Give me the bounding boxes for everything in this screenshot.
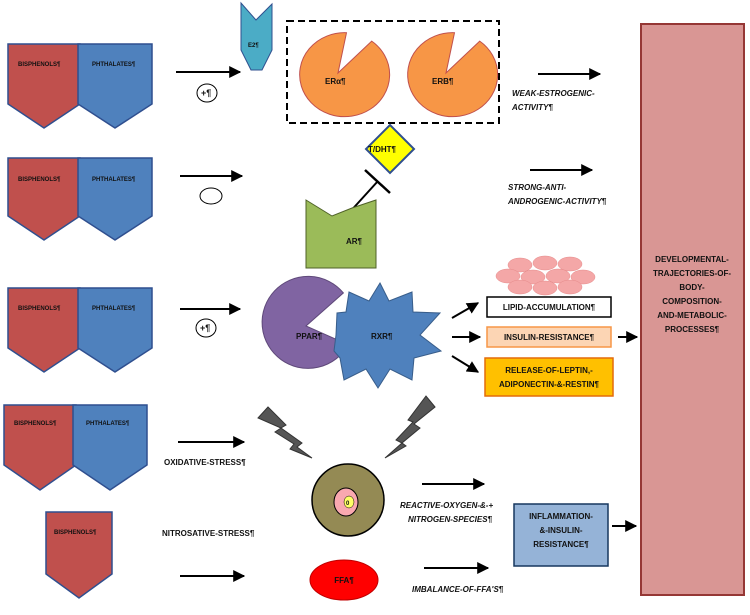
row3-chemicals: BISPHENOLS¶ PHTHALATES¶ [7,287,153,373]
plus-sign-2-label: +¶ [200,323,210,333]
ros-label-1: REACTIVE-OXYGEN-&-+ [400,501,493,510]
release-leptin-box [484,357,614,397]
cell-nucleus-label: 0 [346,501,350,507]
insulin-resistance-label: INSULIN-RESISTANCE¶ [504,333,595,342]
outcome-box [640,23,745,596]
inflammation-label-1: INFLAMMATION- [529,512,593,521]
ros-label-2: NITROGEN-SPECIES¶ [408,515,493,524]
ppar-label: PPAR¶ [296,332,323,341]
phthalates-pentagon-4 [72,404,148,491]
ffa-label: FFA¶ [334,576,354,585]
oxidative-stress-label: OXIDATIVE-STRESS¶ [164,458,246,467]
bisphenols-pentagon-1 [7,43,81,129]
phthalates-pentagon-1 [77,43,153,129]
lipid-droplet [507,279,533,295]
outcome-label-4: COMPOSITION- [662,297,722,306]
lipid-droplet [495,268,521,284]
bisphenols-label-2: BISPHENOLS¶ [18,177,61,183]
e2-ligand [240,1,273,71]
ppar-receptor [261,275,350,369]
lipid-droplet [520,269,546,285]
plus-sign-1-label: +¶ [201,88,211,98]
phthalates-label-1: PHTHALATES¶ [92,62,136,68]
inhibition-bar [364,169,391,194]
row2-chemicals: BISPHENOLS¶ PHTHALATES¶ [7,157,153,241]
inflammation-label-3: RESISTANCE¶ [533,540,589,549]
inflammation-label-2: &-INSULIN- [539,526,582,535]
bisphenols-label-3: BISPHENOLS¶ [18,306,61,312]
row1-chemicals: BISPHENOLS¶ PHTHALATES¶ [7,43,153,129]
bisphenols-label-1: BISPHENOLS¶ [18,62,61,68]
lipid-droplets [495,255,596,296]
lipid-droplet [532,255,558,271]
bisphenols-pentagon-2 [7,157,81,241]
outcome-label-3: BODY- [679,283,705,292]
outcome-label-1: DEVELOPMENTAL- [655,255,729,264]
bisphenols-pentagon-4 [3,404,77,491]
nitrosative-stress-label: NITROSATIVE-STRESS¶ [162,529,255,538]
plus-sign-2 [195,318,217,338]
t-dht-ligand [364,123,416,175]
lipid-droplet [532,280,558,296]
lightning-bolt-left [257,406,313,459]
ar-receptor [305,199,377,269]
lipid-droplet [507,257,533,273]
inflammation-box [513,503,609,567]
outcome-label-6: PROCESSES¶ [665,325,720,334]
outcome-label-5: AND-METABOLIC- [657,311,727,320]
row4-chemicals: BISPHENOLS¶ PHTHALATES¶ [3,404,148,491]
outcome-label-2: TRAJECTORIES-OF- [653,269,731,278]
lipid-accumulation-label: LIPID-ACCUMULATION¶ [503,303,596,312]
rxr-receptor [333,281,443,389]
lipid-droplet [557,256,583,272]
ar-label: AR¶ [346,237,363,246]
bisphenols-label-4: BISPHENOLS¶ [14,421,57,427]
imbalance-ffa-label: IMBALANCE-OF-FFA'S¶ [412,585,504,594]
er-alpha-receptor [299,32,391,118]
estrogen-receptor-box [286,20,500,124]
er-beta-label: ERB¶ [432,77,454,86]
t-dht-label: T/DHT¶ [368,145,397,154]
weak-estrogenic-label-1: WEAK-ESTROGENIC- [512,89,595,98]
cell-inner-dot [343,495,355,509]
lipid-droplet [557,279,583,295]
arrow-to-lipid [451,302,480,319]
anti-androgenic-label-2: ANDROGENIC-ACTIVITY¶ [507,197,607,206]
weak-estrogenic-label-2: ACTIVITY¶ [511,103,553,112]
rxr-label: RXR¶ [371,332,393,341]
phthalates-label-3: PHTHALATES¶ [92,306,136,312]
plus-sign-1 [196,83,218,103]
er-beta-receptor [407,32,499,118]
bisphenols-label-5: BISPHENOLS¶ [54,530,97,536]
release-leptin-label-2: ADIPONECTIN-&-RESTIN¶ [499,380,600,389]
release-leptin-label-1: RELEASE-OF-LEPTIN,- [505,366,593,375]
lipid-droplet [570,269,596,285]
phthalates-pentagon-3 [77,287,153,373]
lipid-accumulation-box [486,296,612,318]
bisphenols-only: BISPHENOLS¶ [45,511,113,599]
arrow-to-release [451,355,480,373]
e2-label: E2¶ [248,43,259,49]
bisphenols-pentagon-3 [7,287,81,373]
phthalates-label-2: PHTHALATES¶ [92,177,136,183]
anti-androgenic-label-1: STRONG-ANTI- [508,183,567,192]
lightning-bolt-right [384,395,436,459]
minus-sign [199,187,223,205]
ffa-oval [309,559,379,601]
bisphenols-pentagon-5 [45,511,113,599]
insulin-resistance-box [486,326,612,348]
phthalates-label-4: PHTHALATES¶ [86,421,130,427]
lipid-droplet [545,268,571,284]
er-alpha-label: ERα¶ [325,77,346,86]
phthalates-pentagon-2 [77,157,153,241]
